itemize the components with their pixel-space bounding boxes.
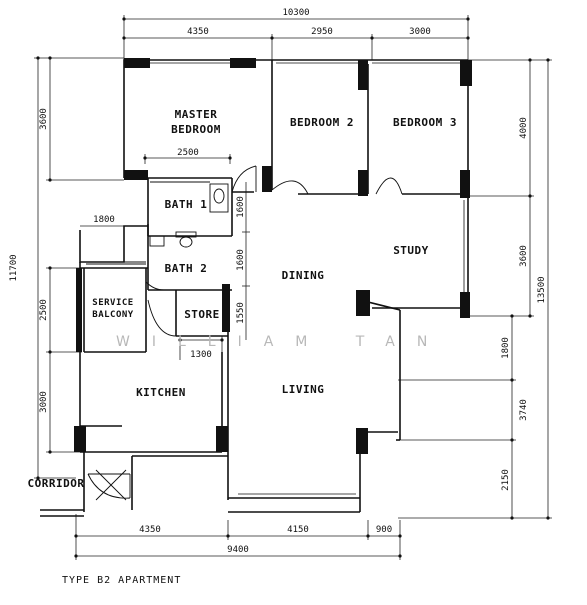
dim-store-height: 1550	[236, 302, 246, 324]
room-label-living: LIVING	[282, 383, 325, 396]
room-label-service-line1: SERVICE	[92, 298, 133, 308]
dimension-labels: 10300 4350 2950 3000 2500 1800 1300 1170…	[9, 8, 547, 555]
dim-right-total: 13500	[537, 276, 547, 303]
dim-right-a: 4000	[519, 117, 529, 139]
room-label-store: STORE	[184, 308, 220, 321]
room-label-corridor: CORRIDOR	[28, 477, 85, 490]
structural-columns	[74, 58, 472, 454]
dim-right-b: 3600	[519, 245, 529, 267]
dim-store-width: 1300	[190, 350, 212, 360]
room-label-master-line1: MASTER	[175, 108, 218, 121]
room-label-bath2: BATH 2	[165, 262, 208, 275]
plan-caption: TYPE B2 APARTMENT	[62, 575, 181, 586]
dimension-lines	[34, 15, 552, 560]
dim-right-e: 2150	[501, 469, 511, 491]
dim-right-d: 3740	[519, 399, 529, 421]
dim-master-width: 2500	[177, 148, 199, 158]
dim-left-b: 2500	[39, 299, 49, 321]
room-label-bath1: BATH 1	[165, 198, 208, 211]
dim-left-total: 11700	[9, 254, 19, 281]
fixtures	[86, 181, 229, 501]
dim-bath1-height: 1600	[236, 196, 246, 218]
dim-total-top: 10300	[282, 8, 309, 18]
dim-bath2-height: 1600	[236, 249, 246, 271]
room-label-kitchen: KITCHEN	[136, 386, 186, 399]
doors	[87, 165, 403, 499]
dim-bottom-c: 900	[376, 525, 392, 535]
room-label-master-line2: BEDROOM	[171, 123, 221, 136]
dim-left-a: 3600	[39, 108, 49, 130]
room-label-dining: DINING	[282, 269, 325, 282]
watermark: WILLIAM TAN	[116, 334, 449, 350]
room-label-service-line2: BALCONY	[92, 310, 134, 320]
dimension-ticks	[36, 17, 550, 558]
room-labels: MASTER BEDROOM BEDROOM 2 BEDROOM 3 BATH …	[28, 108, 457, 490]
room-label-bedroom2: BEDROOM 2	[290, 116, 354, 129]
dim-right-c: 1800	[501, 337, 511, 359]
room-label-bedroom3: BEDROOM 3	[393, 116, 457, 129]
dim-bottom-total: 9400	[227, 545, 249, 555]
dim-top-c: 3000	[409, 27, 431, 37]
dim-bottom-a: 4350	[139, 525, 161, 535]
dim-left-c: 3000	[39, 391, 49, 413]
dim-top-a: 4350	[187, 27, 209, 37]
room-label-study: STUDY	[393, 244, 429, 257]
dim-bottom-b: 4150	[287, 525, 309, 535]
dim-service-width: 1800	[93, 215, 115, 225]
dim-top-b: 2950	[311, 27, 333, 37]
